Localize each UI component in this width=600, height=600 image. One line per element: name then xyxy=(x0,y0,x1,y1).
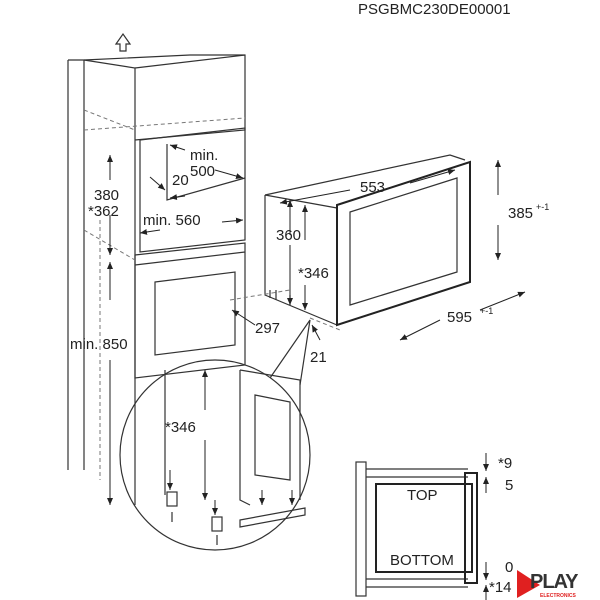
dim-500: 500 xyxy=(190,163,215,180)
dim-21: 21 xyxy=(310,349,327,366)
play-logo: PLAY ELECTRONICS xyxy=(517,570,580,599)
dim-595-tolerance: +-1 xyxy=(480,306,493,316)
logo-sub: ELECTRONICS xyxy=(540,593,577,599)
logo-brand: PLAY xyxy=(530,571,579,593)
dim-553: 553 xyxy=(360,179,385,196)
dim-362: *362 xyxy=(88,203,119,220)
dim-380: 380 xyxy=(94,187,119,204)
bottom-label: BOTTOM xyxy=(390,552,454,569)
dim-595: 595 xyxy=(447,309,472,326)
play-triangle-icon xyxy=(517,570,540,598)
cabinet-drawing xyxy=(67,54,246,505)
top-label: TOP xyxy=(407,487,438,504)
dim-5: 5 xyxy=(505,477,513,494)
dim-20: 20 xyxy=(172,172,189,189)
dim-min-850: min. 850 xyxy=(70,336,128,353)
dim-360: 360 xyxy=(276,227,301,244)
microwave-drawing xyxy=(229,154,526,341)
dim-14: *14 xyxy=(489,579,512,596)
dim-min-label: min. xyxy=(190,147,218,164)
dim-346: *346 xyxy=(298,265,329,282)
section-drawing xyxy=(355,453,489,600)
drawing-code: PSGBMC230DE00001 xyxy=(358,1,511,18)
dim-min-560: min. 560 xyxy=(143,212,201,229)
detail-dim-346: *346 xyxy=(165,419,196,436)
arrow-up-icon xyxy=(114,32,132,52)
dim-297: 297 xyxy=(255,320,280,337)
dim-385: 385 xyxy=(508,205,533,222)
detail-circle xyxy=(119,319,311,551)
dim-385-tolerance: +-1 xyxy=(536,202,549,212)
dim-9: *9 xyxy=(498,455,512,472)
dim-0: 0 xyxy=(505,559,513,576)
